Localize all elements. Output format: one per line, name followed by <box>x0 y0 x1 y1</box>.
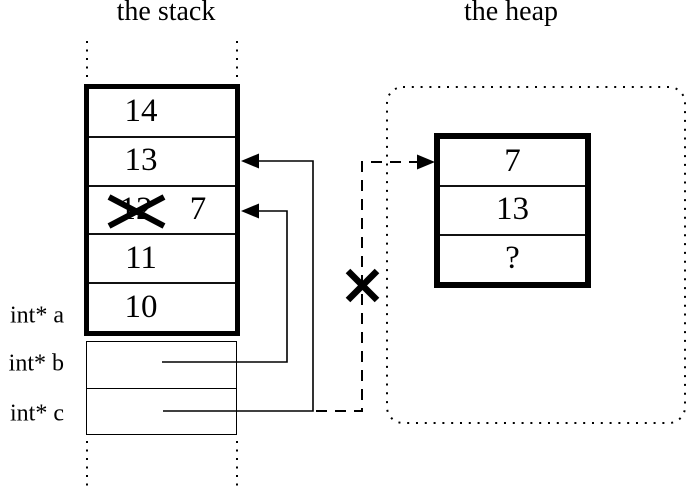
stack-frame-box: 14 13 12 7 11 10 <box>84 84 240 336</box>
stack-cell-new-value: 7 <box>189 190 207 227</box>
stack-cell-12-replaced-by-7: 12 7 <box>89 187 235 236</box>
heap-cell-value: 13 <box>496 191 529 228</box>
heap-cell-7: 7 <box>440 139 585 188</box>
heap-block-box: 7 13 ? <box>434 133 591 288</box>
stack-title: the stack <box>116 0 216 27</box>
dangling-pointer-dashed-line <box>316 161 417 412</box>
stack-cell-value: 10 <box>124 288 158 325</box>
pointer-c-arrowhead-icon <box>241 153 259 169</box>
stack-cell-10: 10 <box>89 284 235 331</box>
stack-cell-13: 13 <box>89 138 235 187</box>
stack-cell-11: 11 <box>89 235 235 285</box>
pointer-variable-cells <box>86 341 237 435</box>
var-label-int-ptr-b: int* b <box>8 350 64 377</box>
heap-cell-question: ? <box>440 236 585 282</box>
heap-cell-value: ? <box>505 239 520 276</box>
var-label-int-ptr-c: int* c <box>10 400 64 427</box>
dangling-pointer-arrowhead-icon <box>417 154 435 170</box>
heap-cell-value: 7 <box>504 142 521 179</box>
var-label-int-ptr-a: int* a <box>10 302 64 329</box>
stack-cell-value: 14 <box>124 93 158 130</box>
stack-cell-value: 13 <box>124 141 158 178</box>
invalid-pointer-x-icon <box>345 268 380 303</box>
stack-cell-value: 11 <box>125 239 157 276</box>
stack-cell-old-value-crossed: 12 <box>119 190 153 227</box>
pointer-cell-b <box>87 342 236 389</box>
heap-title: the heap <box>463 0 559 27</box>
pointer-cell-c <box>87 389 236 435</box>
heap-cell-13: 13 <box>440 187 585 236</box>
stack-cell-14: 14 <box>89 89 235 138</box>
pointer-b-arrowhead-icon <box>241 203 259 219</box>
